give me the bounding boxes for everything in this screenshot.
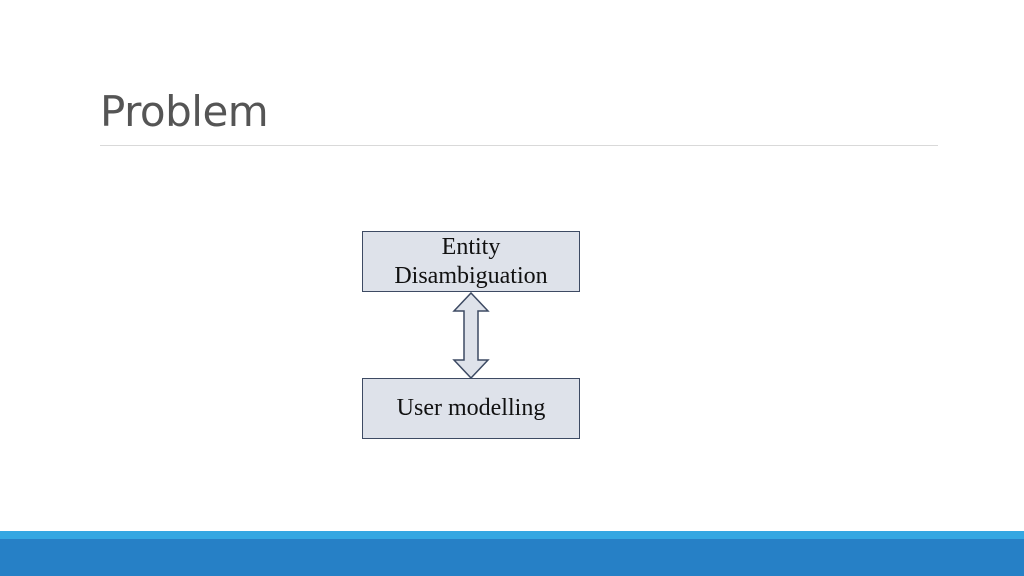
- user-modelling-label: User modelling: [396, 395, 546, 421]
- user-modelling-box: User modelling: [362, 378, 580, 439]
- slide-title: Problem: [100, 87, 269, 136]
- bidirectional-arrow-shape: [452, 292, 490, 379]
- bidirectional-arrow-icon: [452, 292, 490, 379]
- title-divider: [100, 145, 938, 146]
- entity-disambiguation-box: Entity Disambiguation: [362, 231, 580, 292]
- entity-disambiguation-label: Entity Disambiguation: [394, 233, 548, 289]
- footer-accent-stripe: [0, 531, 1024, 539]
- footer-bar: [0, 539, 1024, 576]
